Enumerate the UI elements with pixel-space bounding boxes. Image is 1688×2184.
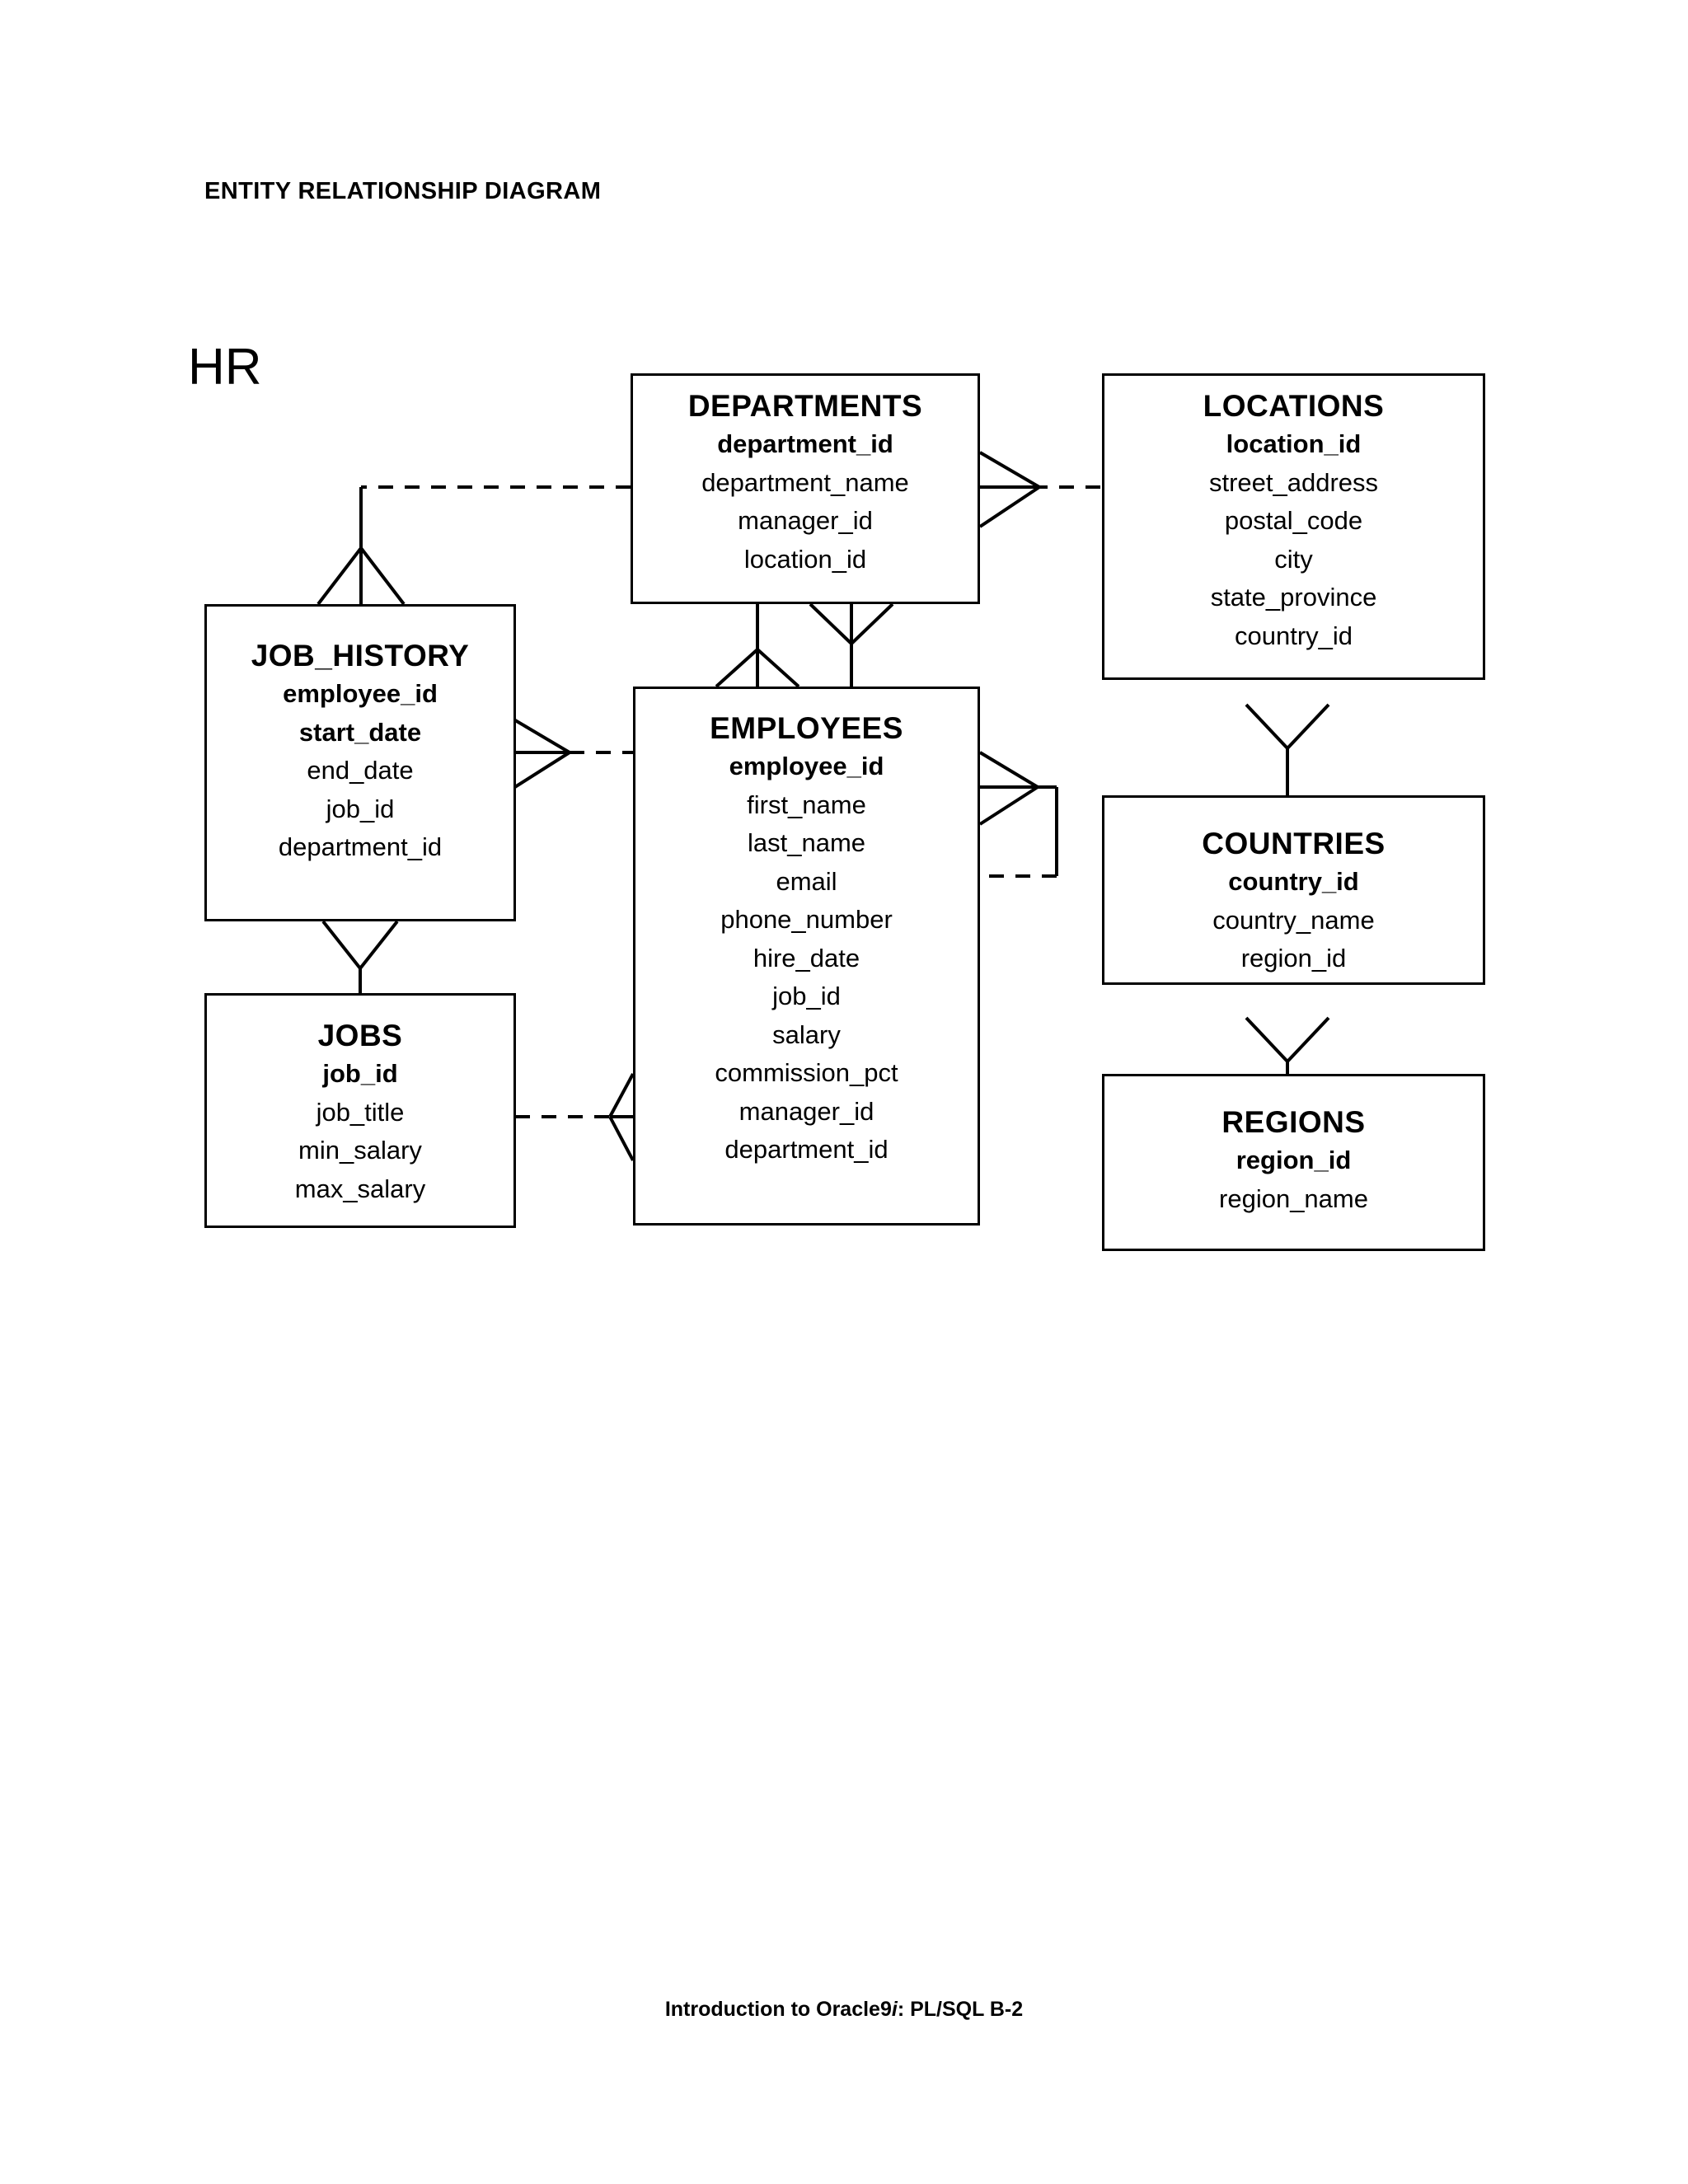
attribute-commission-pct: commission_pct — [715, 1058, 898, 1088]
attribute-job-id: job_id — [326, 794, 395, 823]
footer-suffix: : PL/SQL B-2 — [897, 1998, 1024, 2021]
entity-job-history-title: JOB_HISTORY — [251, 639, 470, 673]
attribute-manager-id: manager_id — [738, 1096, 874, 1126]
entity-locations[interactable]: LOCATIONS location_id street_address pos… — [1102, 373, 1485, 680]
attribute-country-name: country_name — [1212, 905, 1375, 935]
page-footer: Introduction to Oracle9i: PL/SQL B-2 — [0, 1998, 1688, 2022]
footer-prefix: Introduction to Oracle9 — [664, 1998, 892, 2021]
attribute-state-province: state_province — [1210, 583, 1377, 612]
attribute-job-id: job_id — [772, 982, 841, 1011]
entity-regions-title: REGIONS — [1221, 1105, 1366, 1139]
footer-italic-i: i — [891, 1998, 898, 2021]
rel-jobs-employees — [515, 1073, 635, 1161]
entity-departments-title: DEPARTMENTS — [687, 389, 923, 423]
rel-jobhistory-employees — [509, 716, 633, 791]
attribute-region-id: region_id — [1236, 1146, 1352, 1175]
rel-departments-jobhistory — [316, 485, 631, 606]
attribute-job-id: job_id — [322, 1059, 398, 1089]
attribute-hire-date: hire_date — [753, 943, 860, 972]
entity-employees[interactable]: EMPLOYEES employee_id first_name last_na… — [633, 687, 980, 1226]
entity-countries[interactable]: COUNTRIES country_id country_name region… — [1102, 795, 1485, 985]
attribute-region-name: region_name — [1219, 1183, 1368, 1213]
attribute-department-id: department_id — [717, 429, 893, 459]
entity-countries-title: COUNTRIES — [1202, 827, 1386, 860]
entity-jobs[interactable]: JOBS job_id job_title min_salary max_sal… — [204, 993, 516, 1228]
entity-employees-title: EMPLOYEES — [710, 711, 903, 745]
entity-locations-title: LOCATIONS — [1203, 389, 1385, 423]
attribute-country-id: country_id — [1234, 621, 1353, 650]
entity-regions[interactable]: REGIONS region_id region_name — [1102, 1074, 1485, 1251]
attribute-department-id: department_id — [724, 1135, 889, 1165]
attribute-employee-id: employee_id — [729, 752, 884, 781]
attribute-region-id: region_id — [1240, 944, 1347, 973]
entity-jobs-title: JOBS — [317, 1019, 403, 1052]
attribute-street-address: street_address — [1208, 467, 1379, 497]
attribute-city: city — [1274, 544, 1313, 574]
attribute-department-id: department_id — [278, 832, 443, 862]
attribute-location-id: location_id — [743, 544, 867, 574]
attribute-employee-id: employee_id — [283, 679, 438, 709]
page-title: ENTITY RELATIONSHIP DIAGRAM — [204, 178, 602, 204]
attribute-email: email — [776, 866, 837, 896]
attribute-start-date: start_date — [298, 717, 422, 747]
attribute-end-date: end_date — [307, 756, 414, 785]
rel-employees-departments-works — [809, 602, 894, 687]
attribute-phone-number: phone_number — [720, 905, 893, 935]
attribute-first-name: first_name — [747, 790, 866, 819]
attribute-postal-code: postal_code — [1224, 506, 1363, 536]
attribute-job-title: job_title — [316, 1097, 405, 1127]
attribute-department-name: department_name — [701, 467, 909, 497]
rel-departments-employees-manages — [715, 604, 800, 688]
attribute-manager-id: manager_id — [738, 506, 873, 536]
attribute-salary: salary — [772, 1019, 841, 1049]
schema-label-hr: HR — [188, 339, 262, 396]
attribute-country-id: country_id — [1228, 867, 1359, 897]
rel-employees-employees-manager — [978, 751, 1058, 878]
attribute-min-salary: min_salary — [298, 1136, 422, 1165]
attribute-last-name: last_name — [747, 828, 866, 858]
attribute-location-id: location_id — [1226, 429, 1362, 459]
entity-job-history[interactable]: JOB_HISTORY employee_id start_date end_d… — [204, 604, 516, 921]
entity-departments[interactable]: DEPARTMENTS department_id department_nam… — [631, 373, 980, 604]
attribute-max-salary: max_salary — [294, 1174, 426, 1203]
rel-departments-locations — [978, 451, 1102, 528]
rel-locations-countries — [1245, 703, 1330, 795]
